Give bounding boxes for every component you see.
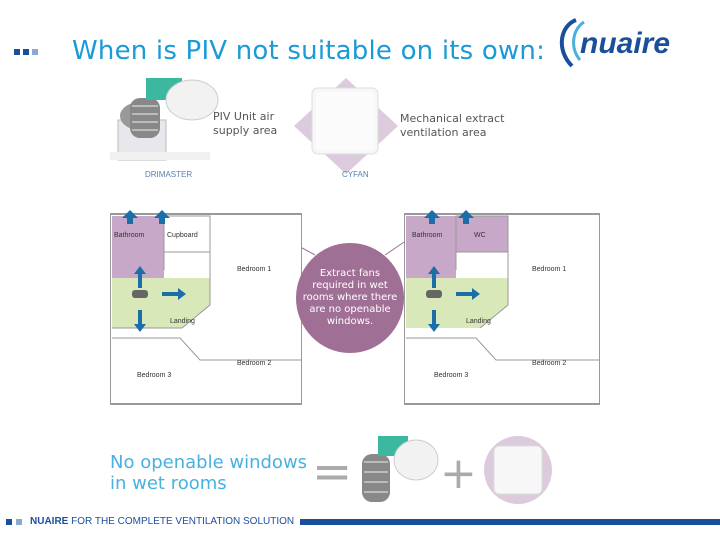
right-floor-plan	[404, 210, 600, 405]
cyfan-small-icon	[484, 436, 552, 504]
footer-square-icon	[16, 519, 22, 525]
drimaster-caption: DRIMASTER	[145, 170, 193, 179]
cyfan-unit-icon	[294, 78, 398, 174]
footer-text: FOR THE COMPLETE VENTILATION SOLUTION	[71, 516, 295, 527]
footer-bar	[300, 519, 720, 525]
drimaster-unit-icon	[110, 78, 219, 161]
slide-title: When is PIV not suitable on its own:	[72, 36, 546, 66]
no-openable-windows-text: No openable windows in wet rooms	[110, 452, 308, 494]
left-floor-plan	[110, 210, 302, 405]
right-wc-label: WC	[474, 232, 486, 239]
right-bathroom-label: Bathroom	[412, 232, 443, 239]
cyfan-caption: CYFAN	[342, 170, 369, 179]
footer-square-icon	[6, 519, 12, 525]
left-bathroom-label: Bathroom	[114, 232, 145, 239]
logo-text: nuaire	[580, 27, 671, 60]
nuaire-logo-icon	[559, 18, 585, 68]
right-bedroom1-label: Bedroom 1	[532, 266, 567, 273]
left-cupboard-label: Cupboard	[167, 232, 198, 239]
right-landing-label: Landing	[466, 318, 491, 325]
plus-sign: +	[440, 448, 477, 499]
right-bedroom3-label: Bedroom 3	[434, 372, 469, 379]
footer-brand: NUAIRE	[30, 516, 69, 527]
title-bullet-icon	[14, 49, 38, 55]
left-bedroom1-label: Bedroom 1	[237, 266, 272, 273]
left-bedroom3-label: Bedroom 3	[137, 372, 172, 379]
footer-tagline: NUAIRE FOR THE COMPLETE VENTILATION SOLU…	[30, 516, 294, 527]
extract-fans-bubble: Extract fans required in wet rooms where…	[296, 243, 404, 353]
left-landing-label: Landing	[170, 318, 195, 325]
right-bedroom2-label: Bedroom 2	[532, 360, 567, 367]
piv-unit-label: PIV Unit air supply area	[213, 110, 278, 137]
mechanical-extract-label: Mechanical extract ventilation area	[400, 112, 505, 139]
left-bedroom2-label: Bedroom 2	[237, 360, 272, 367]
drimaster-small-icon	[362, 436, 439, 502]
equals-sign: =	[312, 444, 353, 500]
